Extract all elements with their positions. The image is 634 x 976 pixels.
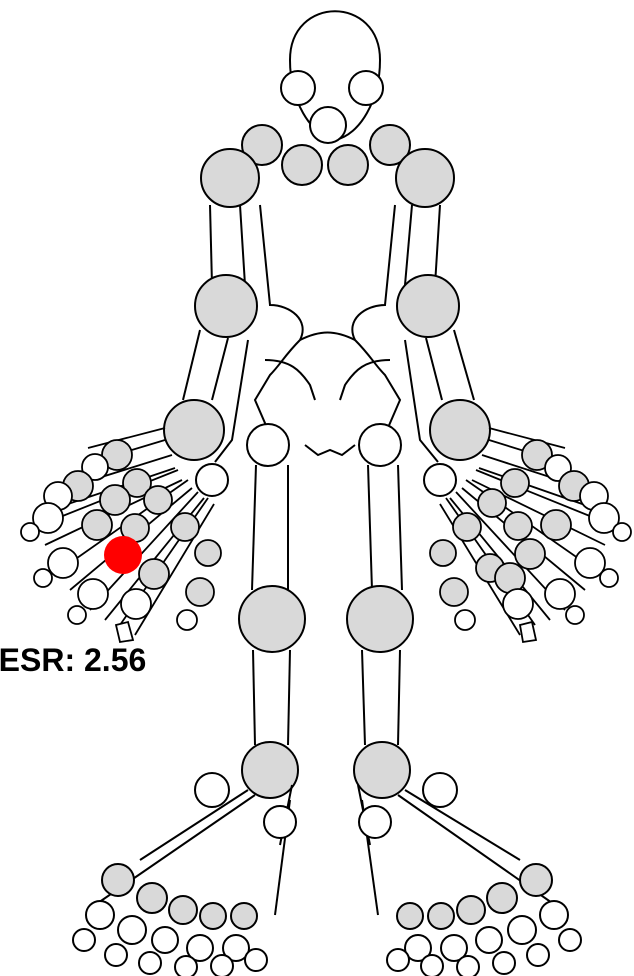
hips — [247, 424, 401, 466]
torso — [255, 205, 400, 455]
left-foot — [73, 864, 267, 976]
left-arm — [164, 205, 257, 496]
right-arm — [397, 205, 490, 496]
esr-score-label: -ESR: 2.56 — [0, 642, 146, 679]
head — [281, 11, 383, 143]
highlighted-joint-marker — [104, 536, 142, 574]
right-foot — [387, 864, 581, 976]
